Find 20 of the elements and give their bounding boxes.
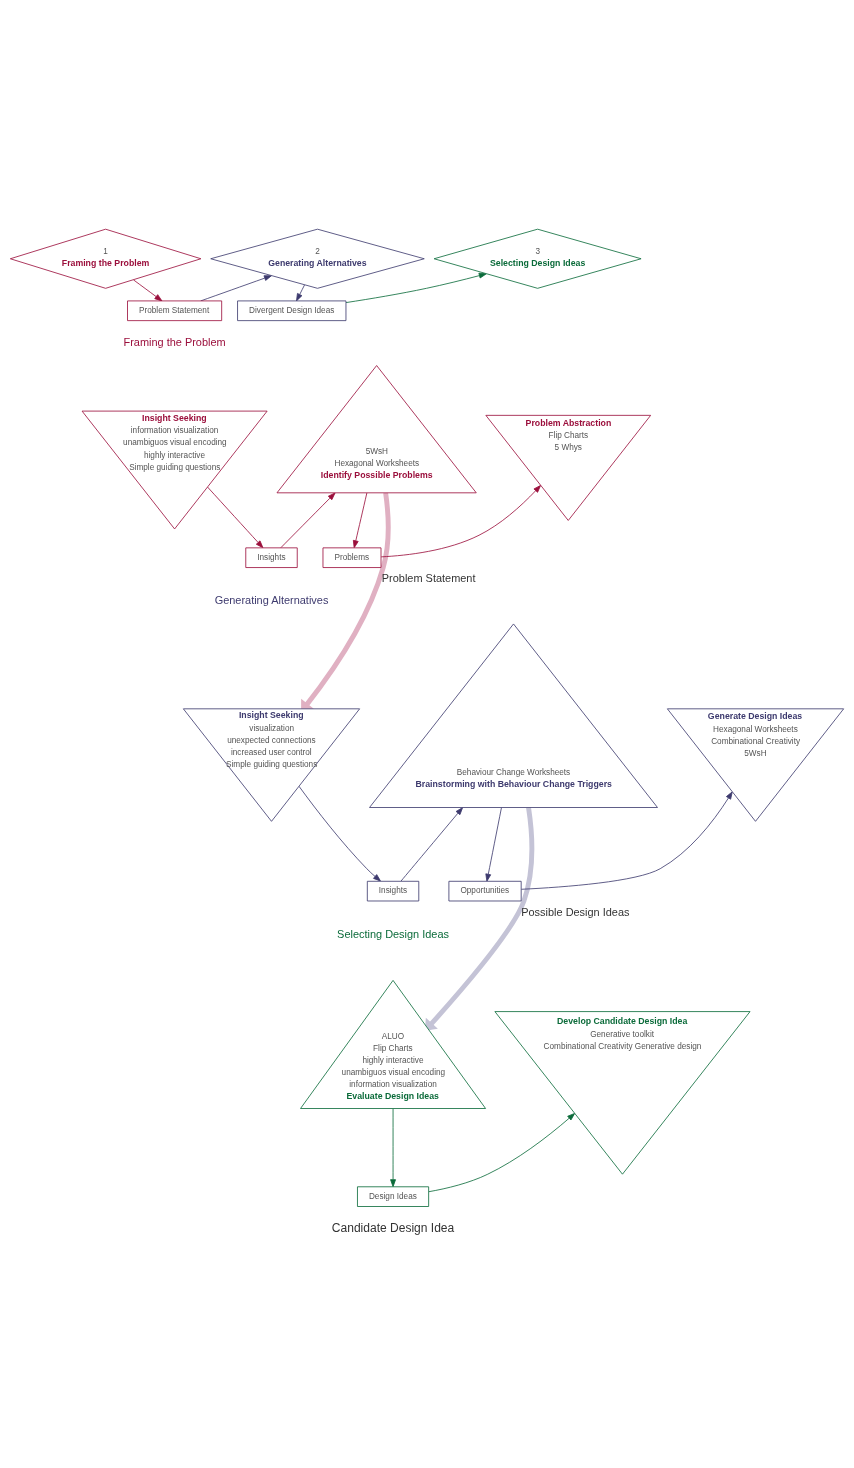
label: Framing the Problem <box>123 335 226 348</box>
arrow <box>424 807 535 1031</box>
arrow <box>380 485 541 558</box>
arrow <box>298 785 381 882</box>
edge-label: Possible Design Ideas <box>521 905 630 918</box>
label: Selecting Design Ideas <box>337 927 449 940</box>
arrow <box>520 791 733 890</box>
arrow <box>296 284 306 302</box>
arrow <box>485 807 502 882</box>
arrow <box>207 486 264 549</box>
arrow <box>352 492 368 549</box>
arrow <box>428 1113 576 1193</box>
arrow <box>400 807 463 882</box>
arrow <box>280 492 336 549</box>
edge-label: Problem Statement <box>381 572 476 585</box>
arrow <box>133 279 163 302</box>
arrow <box>345 272 487 303</box>
label: Candidate Design Idea <box>331 1221 455 1236</box>
label: Generating Alternatives <box>214 594 329 607</box>
arrow <box>390 1108 396 1188</box>
